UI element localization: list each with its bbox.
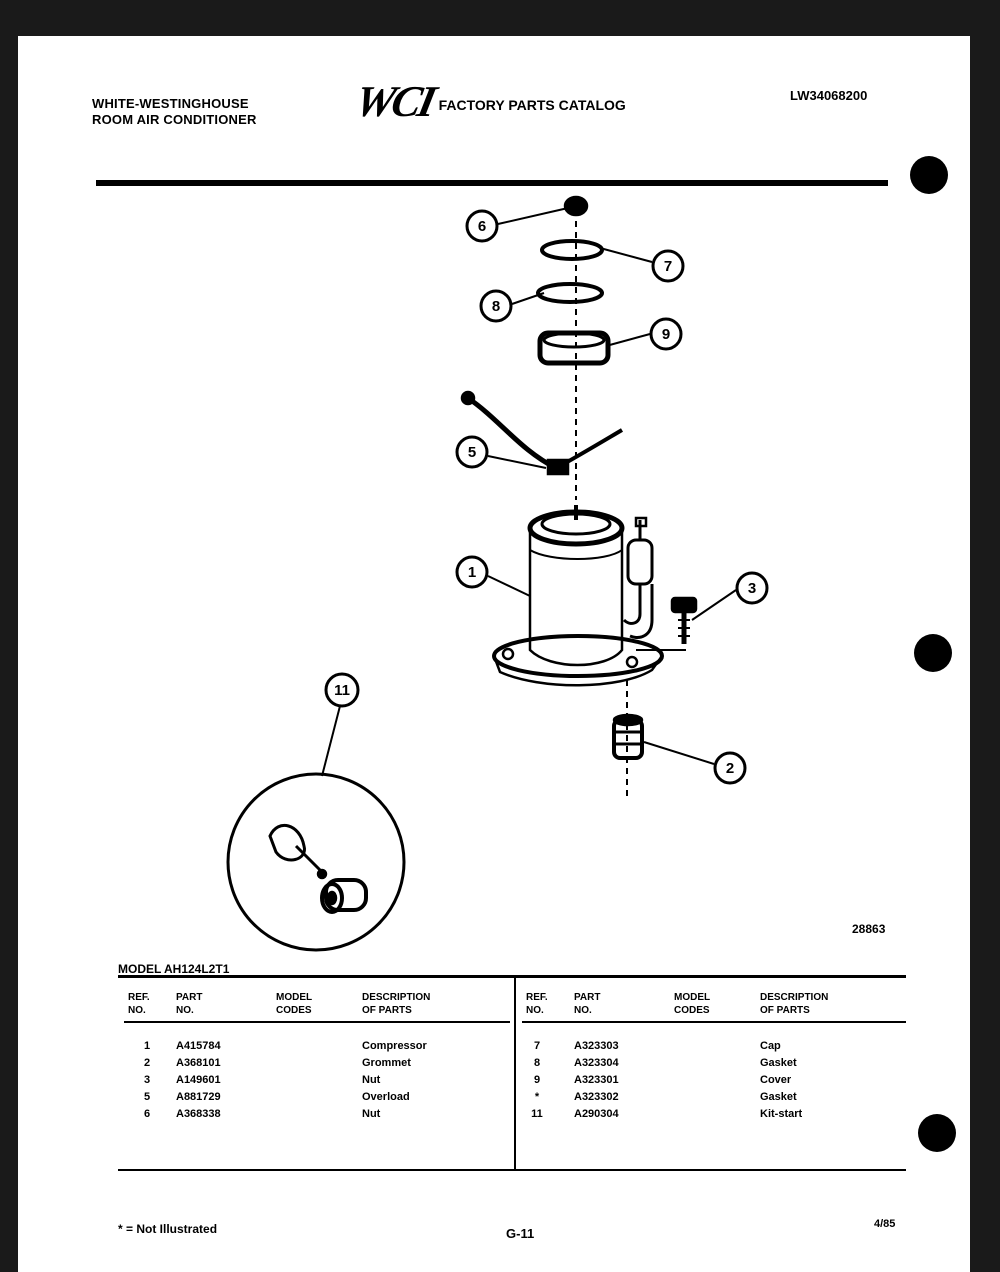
parts-cell-desc: Compressor [362,1040,427,1052]
parts-cell-ref: 3 [143,1074,151,1086]
header-ref: REF.NO. [526,992,548,1016]
catalog-header: WCI FACTORY PARTS CATALOG [351,77,626,126]
footnote: * = Not Illustrated [118,1222,218,1236]
parts-cell-ref: 5 [143,1091,151,1103]
callout-11: 11 [324,672,360,708]
parts-cell-desc: Overload [362,1091,410,1103]
parts-cell-ref: 7 [533,1040,541,1052]
parts-cell-part: A323302 [574,1091,619,1103]
catalog-title: FACTORY PARTS CATALOG [438,97,626,113]
svg-text:7: 7 [664,258,672,275]
parts-cell-part: A149601 [176,1074,221,1086]
brand-line-2: ROOM AIR CONDITIONER [92,112,257,127]
parts-cell-ref: 2 [143,1057,151,1069]
parts-cell-ref: 11 [531,1108,543,1120]
punch-hole-bottom [918,1114,956,1152]
header-ref: REF.NO. [128,992,150,1016]
svg-text:1: 1 [468,564,476,581]
kit-start-part [226,772,406,952]
callout-3: 3 [735,571,769,605]
callout-5: 5 [455,435,489,469]
brand-block: WHITE-WESTINGHOUSE ROOM AIR CONDITIONER [92,96,257,128]
parts-cell-desc: Gasket [760,1091,797,1103]
parts-cell-ref: 8 [533,1057,541,1069]
grommet-part [612,713,644,760]
parts-cell-part: A323301 [574,1074,619,1086]
parts-cell-desc: Nut [362,1074,381,1086]
punch-hole-middle [914,634,952,672]
svg-text:2: 2 [726,760,734,777]
callout-8: 8 [479,289,513,323]
parts-cell-desc: Cover [760,1074,792,1086]
parts-cell-part: A368101 [176,1057,221,1069]
parts-cell-part: A415784 [176,1040,221,1052]
callout-6: 6 [465,209,499,243]
parts-cell-desc: Grommet [362,1057,411,1069]
compressor-part [492,505,686,687]
callout-1: 1 [455,555,489,589]
nut-part [563,195,589,217]
overload-part [546,458,570,476]
parts-cell-ref: * [534,1091,540,1103]
parts-cell-desc: Cap [760,1040,781,1052]
parts-cell-ref: 9 [533,1074,541,1086]
parts-cell-part: A323303 [574,1040,619,1052]
parts-cell-desc: Kit-start [760,1108,803,1120]
gasket-part [536,282,604,304]
svg-text:9: 9 [662,326,670,343]
svg-text:6: 6 [478,218,486,235]
page-number: G-11 [506,1226,535,1241]
callout-7: 7 [651,249,685,283]
parts-cell-ref: 6 [143,1108,151,1120]
parts-cell-ref: 1 [143,1040,151,1052]
parts-cell-part: A323304 [574,1057,619,1069]
parts-cell-part: A368338 [176,1108,221,1120]
svg-text:5: 5 [468,444,476,461]
callout-2: 2 [713,751,747,785]
brand-line-1: WHITE-WESTINGHOUSE [92,96,249,111]
catalog-number: LW34068200 [790,88,868,103]
revision-date: 4/85 [874,1218,896,1230]
parts-cell-desc: Nut [362,1108,381,1120]
bolt-part [670,596,698,644]
model-label: MODEL AH124L2T1 [118,962,230,976]
parts-cell-part: A290304 [574,1108,619,1120]
header-rule [96,180,888,186]
callout-9: 9 [649,317,683,351]
overload-lead-left [466,395,558,471]
svg-text:3: 3 [748,580,756,597]
svg-text:8: 8 [492,298,500,315]
parts-cell-part: A881729 [176,1091,221,1103]
punch-hole-top [910,156,948,194]
svg-text:11: 11 [334,682,350,699]
diagram-code: 28863 [852,922,886,936]
overload-lead-right [559,428,624,468]
cap-part [540,239,604,261]
parts-cell-desc: Gasket [760,1057,797,1069]
